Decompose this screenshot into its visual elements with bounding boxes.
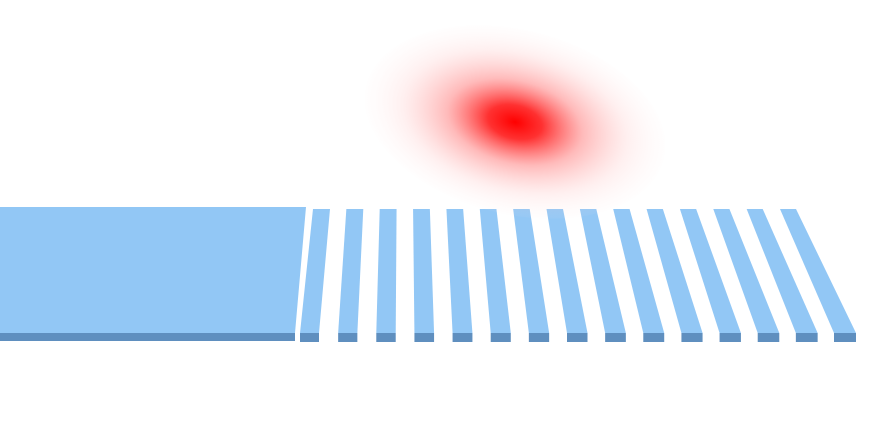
grating-tooth xyxy=(413,209,435,333)
grating-tooth xyxy=(479,209,511,333)
grating-tooth xyxy=(679,209,741,333)
grating-tooth-side xyxy=(528,333,550,342)
grating-tooth-side xyxy=(719,333,741,342)
waveguide-slab xyxy=(0,207,306,333)
grating-tooth xyxy=(646,209,703,333)
grating-tooth xyxy=(613,209,665,333)
grating-tooth xyxy=(546,209,588,333)
grating-tooth xyxy=(513,209,550,333)
grating-tooth xyxy=(338,209,364,333)
grating-tooth-side xyxy=(643,333,665,342)
grating-tooth-side xyxy=(605,333,626,342)
grating-tooth xyxy=(446,209,473,333)
grating-tooth-side xyxy=(681,333,703,342)
grating-tooth-side xyxy=(795,333,818,342)
beam-spot xyxy=(364,25,666,219)
grating-tooth xyxy=(376,209,397,333)
grating-tooth-side xyxy=(338,333,358,342)
grating-tooth-side xyxy=(376,333,396,342)
grating-tooth-side xyxy=(567,333,588,342)
grating-tooth-side xyxy=(490,333,511,342)
grating-tooth-side xyxy=(300,333,319,342)
grating-teeth xyxy=(300,209,856,342)
grating-tooth xyxy=(579,209,626,333)
waveguide-slab-side xyxy=(0,333,295,341)
grating-tooth-side xyxy=(834,333,856,342)
grating-tooth xyxy=(780,209,856,333)
grating-tooth-side xyxy=(757,333,780,342)
grating-tooth xyxy=(746,209,818,333)
grating-tooth xyxy=(713,209,780,333)
grating-tooth xyxy=(300,209,330,333)
grating-tooth-side xyxy=(452,333,473,342)
grating-tooth-side xyxy=(414,333,435,342)
